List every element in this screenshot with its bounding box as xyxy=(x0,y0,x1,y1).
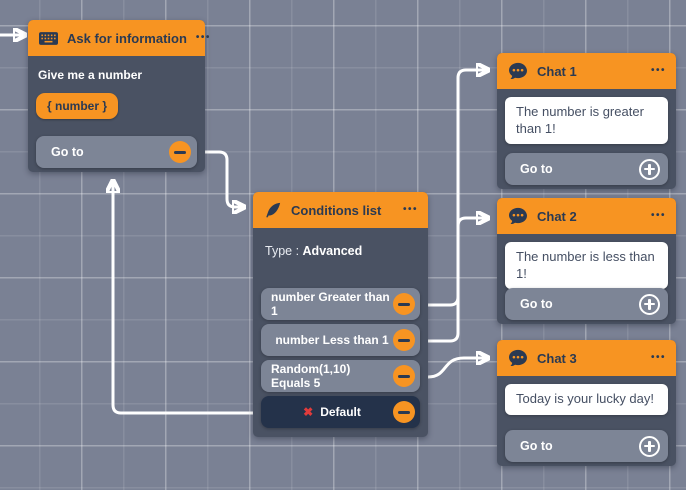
node-title: Ask for information xyxy=(67,30,187,46)
x-icon: ✖ xyxy=(303,405,314,419)
goto-label: Go to xyxy=(520,297,553,311)
connection-ask-to-conditions[interactable] xyxy=(205,150,243,207)
node-menu-button[interactable]: ••• xyxy=(195,32,211,43)
plus-icon[interactable] xyxy=(639,158,660,180)
minus-icon[interactable] xyxy=(393,401,415,423)
node-chat-1[interactable]: Chat 1 ••• The number is greater than 1!… xyxy=(497,53,676,189)
keyboard-icon xyxy=(39,31,58,45)
goto-row[interactable]: Go to xyxy=(505,430,668,462)
node-header[interactable]: Chat 3 ••• xyxy=(497,340,676,376)
connection-default-to-ask[interactable] xyxy=(113,182,253,415)
type-value: Advanced xyxy=(302,244,363,258)
variable-pill[interactable]: { number } xyxy=(36,93,119,119)
condition-label: Random(1,10) Equals 5 xyxy=(271,362,351,390)
node-title: Chat 3 xyxy=(537,350,577,366)
chat-icon xyxy=(508,349,528,367)
goto-label: Go to xyxy=(520,439,553,453)
minus-icon[interactable] xyxy=(393,293,415,315)
node-chat-3[interactable]: Chat 3 ••• Today is your lucky day! Go t… xyxy=(497,340,676,466)
node-chat-2[interactable]: Chat 2 ••• The number is less than 1! Go… xyxy=(497,198,676,324)
question-text: Give me a number xyxy=(38,68,143,82)
condition-row-default[interactable]: ✖ Default xyxy=(261,396,420,428)
quill-icon xyxy=(264,201,282,219)
type-label: Type : xyxy=(265,244,300,258)
node-title: Conditions list xyxy=(291,202,382,218)
plus-icon[interactable] xyxy=(639,435,660,457)
node-menu-button[interactable]: ••• xyxy=(650,65,666,76)
goto-label: Go to xyxy=(51,145,84,159)
node-title: Chat 2 xyxy=(537,208,577,224)
node-title: Chat 1 xyxy=(537,63,577,79)
goto-row[interactable]: Go to xyxy=(505,153,668,185)
minus-icon[interactable] xyxy=(169,141,191,163)
node-header[interactable]: Ask for information ••• xyxy=(28,20,209,56)
node-ask-for-information[interactable]: Ask for information ••• Give me a number… xyxy=(28,20,209,172)
chat-icon xyxy=(508,62,528,80)
chat-message[interactable]: The number is less than 1! xyxy=(505,242,668,290)
condition-row[interactable]: Random(1,10) Equals 5 xyxy=(261,360,420,392)
connection-cond1-to-chat1[interactable] xyxy=(428,70,487,307)
node-header[interactable]: Chat 1 ••• xyxy=(497,53,676,89)
connection-cond3-to-chat3[interactable] xyxy=(427,358,487,379)
minus-icon[interactable] xyxy=(393,329,415,351)
node-menu-button[interactable]: ••• xyxy=(650,352,666,363)
condition-rows: number Greater than 1 number Less than 1… xyxy=(253,288,428,428)
node-header[interactable]: Conditions list ••• xyxy=(253,192,428,228)
node-menu-button[interactable]: ••• xyxy=(402,204,418,215)
condition-label: number Greater than 1 xyxy=(271,290,390,318)
node-header[interactable]: Chat 2 ••• xyxy=(497,198,676,234)
condition-row[interactable]: number Less than 1 xyxy=(261,324,420,356)
chat-message[interactable]: The number is greater than 1! xyxy=(505,97,668,145)
node-menu-button[interactable]: ••• xyxy=(650,210,666,221)
goto-label: Go to xyxy=(520,162,553,176)
plus-icon[interactable] xyxy=(639,293,660,315)
node-conditions-list[interactable]: Conditions list ••• Type : Advanced numb… xyxy=(253,192,428,437)
condition-row[interactable]: number Greater than 1 xyxy=(261,288,420,320)
type-line: Type : Advanced xyxy=(265,244,416,258)
condition-label: Default xyxy=(320,405,361,419)
minus-icon[interactable] xyxy=(393,365,415,387)
condition-label: number Less than 1 xyxy=(275,333,389,347)
goto-row[interactable]: Go to xyxy=(505,288,668,320)
connection-cond2-to-chat2[interactable] xyxy=(428,218,487,343)
chat-message[interactable]: Today is your lucky day! xyxy=(505,384,668,415)
goto-row[interactable]: Go to xyxy=(36,136,197,168)
chat-icon xyxy=(508,207,528,225)
